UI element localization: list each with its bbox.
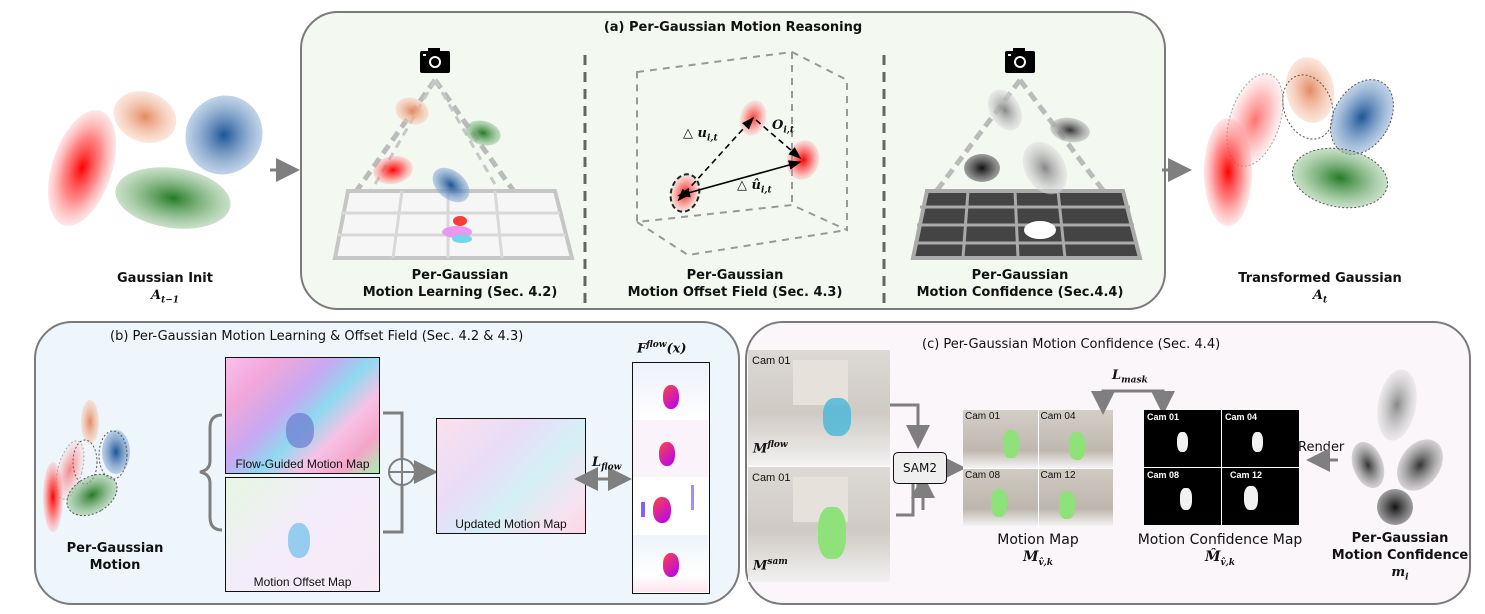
panel-a-title: (a) Per-Gaussian Motion Reasoning <box>603 20 863 35</box>
motion-map-title: Motion Map <box>997 532 1079 548</box>
l-mask-label: Lmask <box>1112 368 1148 386</box>
sam2-label: SAM2 <box>902 461 938 475</box>
motion-confidence-illustration <box>910 48 1143 260</box>
gaussian-blue <box>185 95 263 175</box>
confidence-map-cell: Cam 12 <box>1222 468 1299 525</box>
offset-o-label: Oi,t <box>772 118 795 136</box>
m-flow-symbol: Mflow <box>753 440 788 457</box>
per-gaussian-motion-label: Per-Gaussian Motion <box>60 540 170 574</box>
input-image-sam: Cam 01 Msam <box>748 467 890 582</box>
motion-map-symbol: Mv̂,k <box>1022 549 1054 568</box>
motion-map-label: Motion Map Mv̂,k <box>963 532 1113 572</box>
confidence-map-cell: Cam 08 <box>1144 468 1221 525</box>
left-brace <box>199 413 223 532</box>
l-flow-label: Lflow <box>592 455 622 473</box>
cam-tag: Cam 08 <box>1147 470 1180 480</box>
input-image-flow: Cam 01 Mflow <box>748 350 890 465</box>
gaussian-green <box>115 167 231 229</box>
motion-offset-map: Motion Offset Map <box>225 477 380 592</box>
confidence-map-label: Motion Confidence Map M̂v̂,k <box>1125 532 1315 572</box>
flow-frame-1 <box>633 363 708 421</box>
flow-column-label: Fflow(x) <box>637 340 687 357</box>
cam-tag: Cam 04 <box>1040 411 1076 422</box>
motion-map-cell: Cam 04 <box>1038 410 1113 468</box>
combine-bracket <box>383 411 438 534</box>
arrow-to-panel-a <box>270 158 300 182</box>
cam-tag: Cam 12 <box>1230 470 1263 480</box>
motion-offset-field-illustration <box>636 50 848 257</box>
panel-a-divider-2 <box>882 55 886 310</box>
per-gaussian-motion-line2: Motion <box>89 558 141 573</box>
confidence-gaussians-illustration <box>1351 369 1443 525</box>
per-gaussian-motion-illustration <box>43 400 130 532</box>
flow-guided-motion-map: Flow-Guided Motion Map <box>225 357 380 474</box>
sam2-button[interactable]: SAM2 <box>893 452 947 484</box>
confidence-map-cell: Cam 01 <box>1144 410 1221 467</box>
motion-map-cell: Cam 01 <box>963 410 1038 468</box>
transformed-gaussian-illustration <box>1204 57 1394 226</box>
gaussian-red <box>47 110 117 226</box>
per-gaussian-motion-line1: Per-Gaussian <box>66 541 164 556</box>
arrow-to-transformed <box>1162 158 1192 182</box>
updated-motion-caption: Updated Motion Map <box>455 517 567 531</box>
per-gaussian-confidence-label: Per-Gaussian Motion Confidence mi <box>1325 530 1475 587</box>
delta-u-label: △ ui,t <box>683 126 718 144</box>
motion-offset-caption: Motion Offset Map <box>253 575 352 589</box>
camera-icon <box>1005 48 1035 73</box>
panel-a-divider-1 <box>583 55 587 310</box>
panel-b-title: (b) Per-Gaussian Motion Learning & Offse… <box>110 329 524 344</box>
motion-learning-label: Per-Gaussian Motion Learning (Sec. 4.2) <box>360 267 560 301</box>
cam-tag: Cam 01 <box>965 411 1001 422</box>
motion-offset-field-label: Per-Gaussian Motion Offset Field (Sec. 4… <box>615 267 855 301</box>
motion-learning-line1: Per-Gaussian <box>411 268 509 283</box>
flow-frame-2 <box>633 420 708 478</box>
gaussian-init-label: Gaussian Init At−1 <box>100 270 230 310</box>
confidence-map-grid: Cam 01 Cam 04 Cam 08 Cam 12 <box>1144 410 1299 525</box>
updated-motion-map: Updated Motion Map <box>436 418 586 534</box>
motion-confidence-line2: Motion Confidence (Sec.4.4) <box>916 285 1124 300</box>
flow-frames-column <box>632 362 710 594</box>
panel-b-motion-learning-offset <box>34 321 740 605</box>
cam-tag: Cam 01 <box>1147 412 1180 422</box>
delta-u-hat-label: △ ûi,t <box>737 178 772 196</box>
l-mask-connector <box>1091 389 1175 415</box>
flow-frame-4 <box>633 535 708 592</box>
motion-learning-illustration <box>332 48 575 260</box>
confidence-map-symbol: M̂v̂,k <box>1204 549 1236 568</box>
l-flow-double-arrow <box>574 467 632 491</box>
flow-frame-3 <box>633 477 708 536</box>
panel-c-title: (c) Per-Gaussian Motion Confidence (Sec.… <box>922 337 1221 352</box>
cam-tag: Cam 04 <box>1225 412 1258 422</box>
motion-map-cell: Cam 12 <box>1038 468 1113 526</box>
render-label: Render <box>1298 440 1345 455</box>
cam-tag: Cam 08 <box>965 469 1001 481</box>
cam-tag: Cam 01 <box>752 472 791 484</box>
per-gaussian-confidence-line2: Motion Confidence <box>1331 548 1469 563</box>
gaussian-init-illustration <box>47 91 263 229</box>
confidence-map-title: Motion Confidence Map <box>1137 532 1303 548</box>
gaussian-init-title: Gaussian Init <box>117 271 213 286</box>
flow-guided-caption: Flow-Guided Motion Map <box>235 457 370 471</box>
camera-icon <box>420 48 450 73</box>
per-gaussian-confidence-line1: Per-Gaussian <box>1351 531 1449 546</box>
transformed-gaussian-symbol: At <box>1312 288 1328 306</box>
motion-map-cell: Cam 08 <box>963 468 1038 526</box>
confidence-map-cell: Cam 04 <box>1222 410 1299 467</box>
transformed-gaussian-title: Transformed Gaussian <box>1238 271 1402 286</box>
per-gaussian-confidence-symbol: mi <box>1391 565 1409 583</box>
motion-map-grid: Cam 01 Cam 04 Cam 08 Cam 12 <box>963 410 1113 526</box>
motion-confidence-line1: Per-Gaussian <box>971 268 1069 283</box>
offset-field-line2: Motion Offset Field (Sec. 4.3) <box>627 285 843 300</box>
motion-confidence-label: Per-Gaussian Motion Confidence (Sec.4.4) <box>910 267 1130 301</box>
offset-field-line1: Per-Gaussian <box>686 268 784 283</box>
cam-tag: Cam 01 <box>752 355 791 367</box>
cam-tag: Cam 12 <box>1040 469 1076 481</box>
render-arrow <box>1306 448 1338 472</box>
transformed-gaussian-label: Transformed Gaussian At <box>1230 270 1410 310</box>
m-sam-symbol: Msam <box>753 557 788 574</box>
gaussian-init-symbol: At−1 <box>150 288 180 306</box>
motion-learning-line2: Motion Learning (Sec. 4.2) <box>362 285 558 300</box>
gaussian-orange <box>113 91 177 143</box>
